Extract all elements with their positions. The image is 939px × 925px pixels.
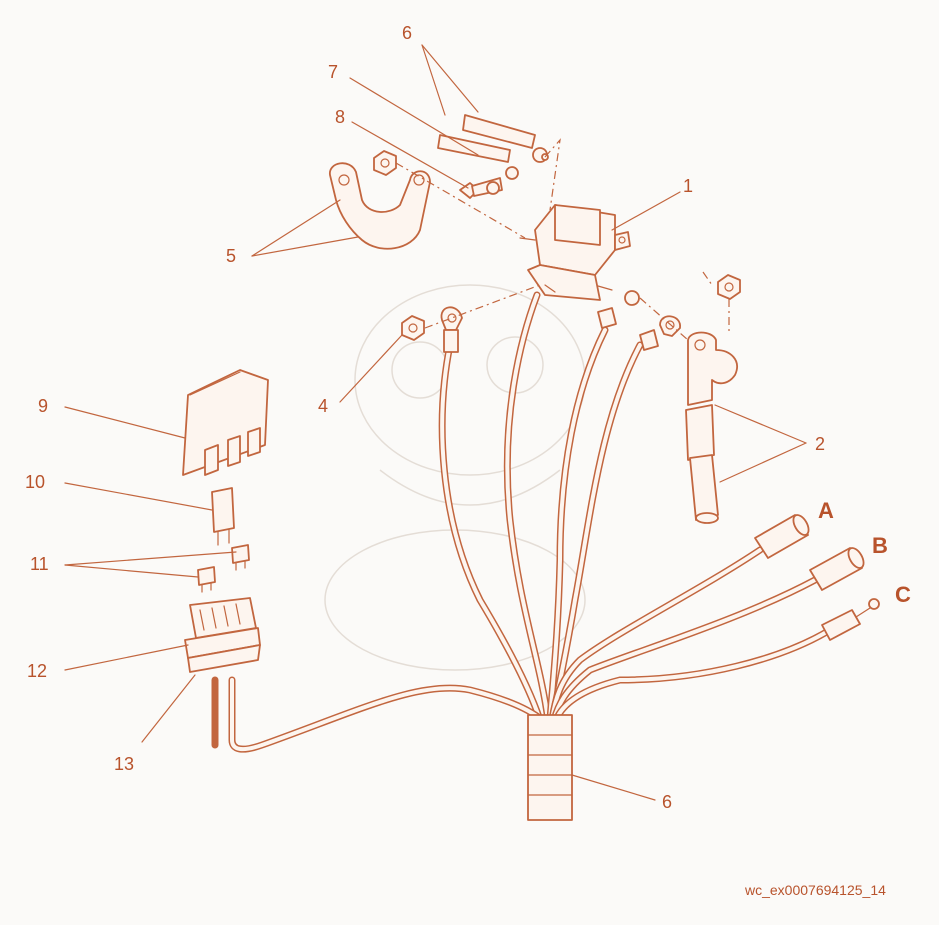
bolt-and-terminals <box>437 114 549 199</box>
wiring-harness <box>211 291 834 821</box>
callout-10: 10 <box>25 472 45 492</box>
fuse-block <box>184 597 261 673</box>
assembly-lines <box>395 138 730 341</box>
leader-lines <box>64 44 807 801</box>
connector-b <box>809 547 865 591</box>
callouts: 6 7 8 1 5 4 2 9 10 11 12 13 6 <box>25 23 825 812</box>
callout-5: 5 <box>226 246 236 266</box>
fuses <box>197 544 250 593</box>
callout-12: 12 <box>27 661 47 681</box>
fuse-block-cover <box>182 369 269 476</box>
connector-labels: A B C <box>818 498 911 607</box>
callout-6-bottom: 6 <box>662 792 672 812</box>
callout-7: 7 <box>328 62 338 82</box>
callout-11: 11 <box>30 554 49 574</box>
callout-9: 9 <box>38 396 48 416</box>
connector-label-b: B <box>872 533 888 558</box>
nut-top-right <box>717 274 741 300</box>
nut-4 <box>401 315 425 341</box>
solenoid <box>519 204 631 301</box>
connector-label-a: A <box>818 498 834 523</box>
connector-label-c: C <box>895 582 911 607</box>
callout-8: 8 <box>335 107 345 127</box>
callout-4: 4 <box>318 396 328 416</box>
ring-terminals <box>440 290 681 353</box>
callout-2: 2 <box>815 434 825 454</box>
cable-strap <box>329 162 431 250</box>
callout-6-top: 6 <box>402 23 412 43</box>
callout-1: 1 <box>683 176 693 196</box>
image-code: wc_ex0007694125_14 <box>744 882 886 898</box>
connector-a <box>754 514 810 559</box>
nut-top-left <box>373 150 397 176</box>
callout-13: 13 <box>114 754 134 774</box>
circuit-breaker <box>211 487 235 546</box>
connector-c <box>821 598 880 641</box>
battery-cable <box>685 331 738 524</box>
